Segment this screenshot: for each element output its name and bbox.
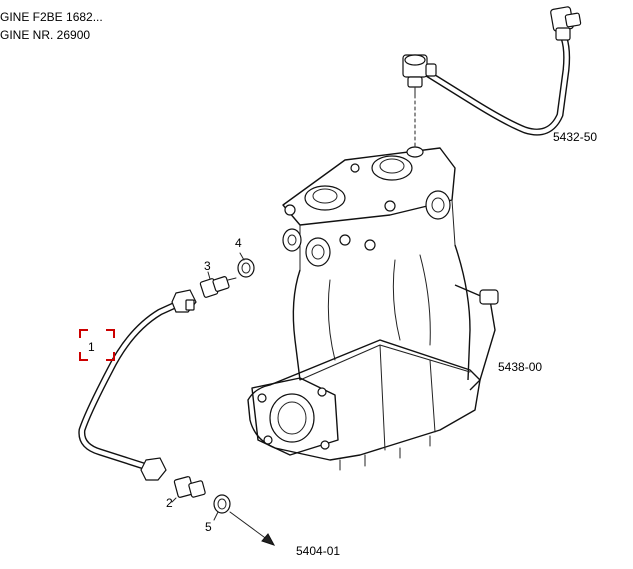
callout-1[interactable]: 1 <box>88 340 95 354</box>
washer-item-4 <box>237 252 255 278</box>
reference-5438-00[interactable]: 5438-00 <box>498 360 543 374</box>
reference-5404-01[interactable]: 5404-01 <box>296 544 341 558</box>
callout-box-item-1 <box>79 329 115 361</box>
reference-5432-50[interactable]: 5432-50 <box>553 130 598 144</box>
header-line-1: GINE F2BE 1682... <box>0 10 103 24</box>
callout-3[interactable]: 3 <box>204 259 211 273</box>
upper-pipe-assembly <box>402 6 582 149</box>
header-line-2: GINE NR. 26900 <box>0 28 91 42</box>
callout-2[interactable]: 2 <box>166 496 173 510</box>
washer-item-5 <box>213 494 231 521</box>
callout-5[interactable]: 5 <box>205 520 212 534</box>
compressor-assembly <box>247 146 499 471</box>
pipe-item-1 <box>78 289 197 481</box>
fitting-item-2 <box>171 476 206 503</box>
callout-4[interactable]: 4 <box>235 236 242 250</box>
reference-arrow-5404-01 <box>229 511 276 546</box>
fitting-item-3 <box>199 271 237 298</box>
